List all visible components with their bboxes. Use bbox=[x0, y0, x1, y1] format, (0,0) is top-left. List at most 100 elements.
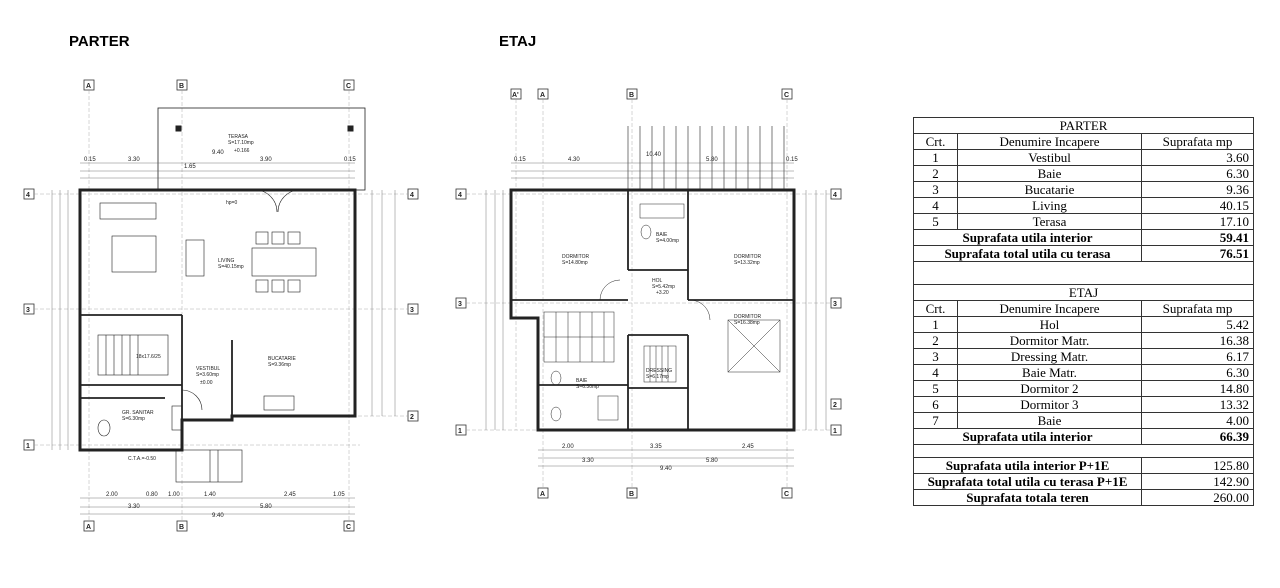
row-area: 6.30 bbox=[1140, 364, 1255, 381]
parter-axis-a: A bbox=[86, 83, 91, 90]
etaj-axis-a: A bbox=[540, 92, 545, 99]
row-crt: 7 bbox=[913, 412, 958, 429]
parter-dim-top-total: 9.40 bbox=[212, 150, 224, 156]
parter-dim-bottom-5: 1.05 bbox=[333, 492, 345, 498]
etaj-axis-c-bottom: C bbox=[784, 491, 789, 498]
summary-value: 125.80 bbox=[1140, 457, 1255, 474]
row-area: 40.15 bbox=[1140, 197, 1255, 214]
parter-total-interior-row: Suprafata utila interior 59.41 bbox=[913, 229, 1255, 246]
row-crt: 5 bbox=[913, 213, 958, 230]
parter-axis-1: 1 bbox=[26, 443, 30, 450]
parter-dim-bottom2-0: 3.30 bbox=[128, 504, 140, 510]
parter-axis-3-right: 3 bbox=[410, 307, 414, 314]
parter-total-interior-value: 59.41 bbox=[1140, 229, 1255, 246]
row-name: Baie bbox=[957, 412, 1142, 429]
etaj-dim-top-0: 0.15 bbox=[514, 157, 526, 163]
etaj-axis-c: C bbox=[784, 92, 789, 99]
row-name: Baie Matr. bbox=[957, 364, 1142, 381]
parter-axis-4: 4 bbox=[26, 192, 30, 199]
parter-dim-top-1: 3.30 bbox=[128, 157, 140, 163]
etaj-axis-4-right: 4 bbox=[833, 192, 837, 199]
parter-cta: C.T.A.=-0.50 bbox=[128, 456, 156, 462]
parter-dim-bottom-1: 0.80 bbox=[146, 492, 158, 498]
header-denumire: Denumire Incapere bbox=[957, 300, 1142, 317]
parter-dim-bottom-0: 2.00 bbox=[106, 492, 118, 498]
parter-vestibul-level: ±0.00 bbox=[200, 380, 213, 386]
parter-dim-bottom-4: 2.45 bbox=[284, 492, 296, 498]
etaj-dim-bottom-1: 3.35 bbox=[650, 444, 662, 450]
etaj-axis-b-bottom: B bbox=[629, 491, 634, 498]
parter-living-hp: hp=0 bbox=[226, 200, 237, 206]
area-table: PARTER Crt. Denumire Incapere Suprafata … bbox=[912, 117, 1255, 506]
parter-terasa-level: +0.166 bbox=[234, 148, 250, 154]
parter-title: PARTER bbox=[69, 33, 130, 50]
parter-table-title: PARTER bbox=[912, 117, 1255, 134]
row-area: 5.42 bbox=[1140, 316, 1255, 333]
row-crt: 3 bbox=[913, 181, 958, 198]
parter-axis-c: C bbox=[346, 83, 351, 90]
etaj-dim-top-3: 0.15 bbox=[786, 157, 798, 163]
etaj-hol-level: +3.20 bbox=[656, 290, 669, 296]
row-area: 3.60 bbox=[1140, 149, 1255, 166]
parter-axes bbox=[23, 79, 419, 532]
etaj-axis-2-right: 2 bbox=[833, 402, 837, 409]
parter-axis-a-bottom: A bbox=[86, 524, 91, 531]
etaj-table-title-row: ETAJ bbox=[912, 284, 1255, 301]
row-crt: 2 bbox=[913, 165, 958, 182]
row-area: 16.38 bbox=[1140, 332, 1255, 349]
parter-total-terasa-label: Suprafata total utila cu terasa bbox=[913, 245, 1142, 262]
row-crt: 1 bbox=[913, 149, 958, 166]
etaj-axis-a-bottom: A bbox=[540, 491, 545, 498]
row-name: Bucatarie bbox=[957, 181, 1142, 198]
etaj-dim-bottom2-1: 5.80 bbox=[706, 458, 718, 464]
summary-label: Suprafata utila interior P+1E bbox=[913, 457, 1142, 474]
summary-row: Suprafata totala teren 260.00 bbox=[913, 489, 1255, 506]
row-name: Baie bbox=[957, 165, 1142, 182]
header-denumire: Denumire Incapere bbox=[957, 133, 1142, 150]
parter-dim-top-3: 3.90 bbox=[260, 157, 272, 163]
parter-total-interior-label: Suprafata utila interior bbox=[913, 229, 1142, 246]
parter-stairs-label: 18x17.6/25 bbox=[136, 354, 161, 360]
etaj-dim-bottom-0: 2.00 bbox=[562, 444, 574, 450]
row-area: 6.30 bbox=[1140, 165, 1255, 182]
summary-value: 142.90 bbox=[1140, 473, 1255, 490]
parter-total-terasa-row: Suprafata total utila cu terasa 76.51 bbox=[913, 245, 1255, 262]
row-crt: 4 bbox=[913, 197, 958, 214]
parter-dim-bottom2-1: 5.80 bbox=[260, 504, 272, 510]
etaj-dim-bottom-total: 9.40 bbox=[660, 466, 672, 472]
etaj-dim-top-2: 5.80 bbox=[706, 157, 718, 163]
parter-axis-b-bottom: B bbox=[179, 524, 184, 531]
row-name: Dormitor Matr. bbox=[957, 332, 1142, 349]
row-crt: 1 bbox=[913, 316, 958, 333]
etaj-dim-bottom-2: 2.45 bbox=[742, 444, 754, 450]
summary-row: Suprafata total utila cu terasa P+1E 142… bbox=[913, 473, 1255, 490]
parter-plan: A B C A B C 4 3 1 4 3 2 bbox=[23, 79, 419, 532]
row-name: Living bbox=[957, 197, 1142, 214]
table-gap bbox=[912, 261, 1255, 285]
etaj-title: ETAJ bbox=[499, 33, 537, 50]
etaj-axis-a-prime: A' bbox=[512, 92, 519, 99]
row-area: 9.36 bbox=[1140, 181, 1255, 198]
row-name: Terasa bbox=[957, 213, 1142, 230]
